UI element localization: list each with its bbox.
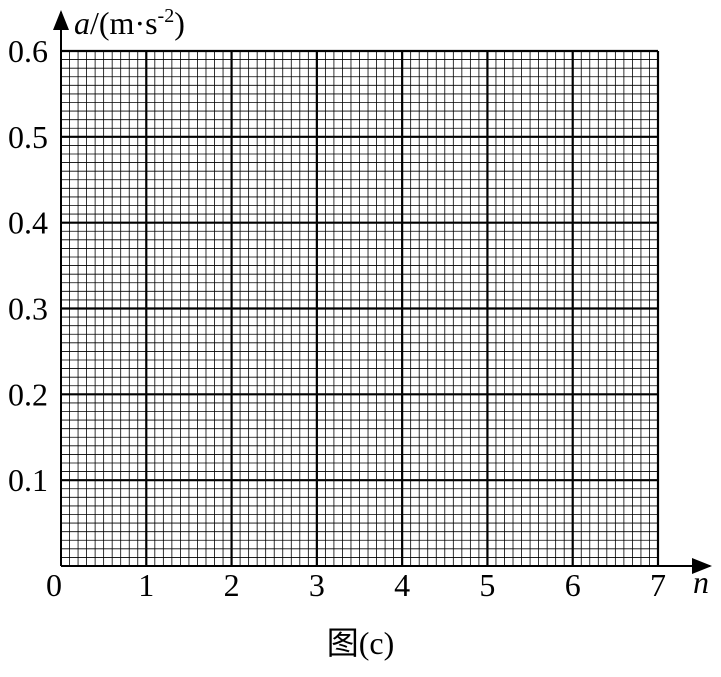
x-tick-label: 0 <box>46 567 62 603</box>
x-tick-label: 4 <box>394 567 410 603</box>
y-tick-label: 0.1 <box>8 462 48 498</box>
x-tick-label: 5 <box>479 567 495 603</box>
x-axis-label: n <box>693 564 709 600</box>
x-tick-label: 6 <box>565 567 581 603</box>
y-axis-label: a/(m·s-2) <box>74 5 185 41</box>
y-axis-label-unit: /(m·s <box>90 5 158 41</box>
y-axis-label-close: ) <box>174 5 185 41</box>
x-tick-labels: 0 1 2 3 4 5 6 7 <box>46 567 666 603</box>
major-grid <box>61 49 660 566</box>
y-tick-label: 0.5 <box>8 119 48 155</box>
x-tick-label: 2 <box>224 567 240 603</box>
y-tick-label: 0.6 <box>8 33 48 69</box>
y-tick-label: 0.3 <box>8 291 48 327</box>
y-tick-labels: 0.1 0.2 0.3 0.4 0.5 0.6 <box>8 33 48 498</box>
axes <box>53 10 712 574</box>
x-tick-label: 1 <box>138 567 154 603</box>
y-tick-label: 0.4 <box>8 205 48 241</box>
x-tick-label: 3 <box>309 567 325 603</box>
y-axis-label-exponent: -2 <box>158 5 175 27</box>
x-tick-label: 7 <box>650 567 666 603</box>
y-tick-label: 0.2 <box>8 376 48 412</box>
figure-caption: 图(c) <box>326 625 395 661</box>
y-axis-label-symbol: a <box>74 5 90 41</box>
